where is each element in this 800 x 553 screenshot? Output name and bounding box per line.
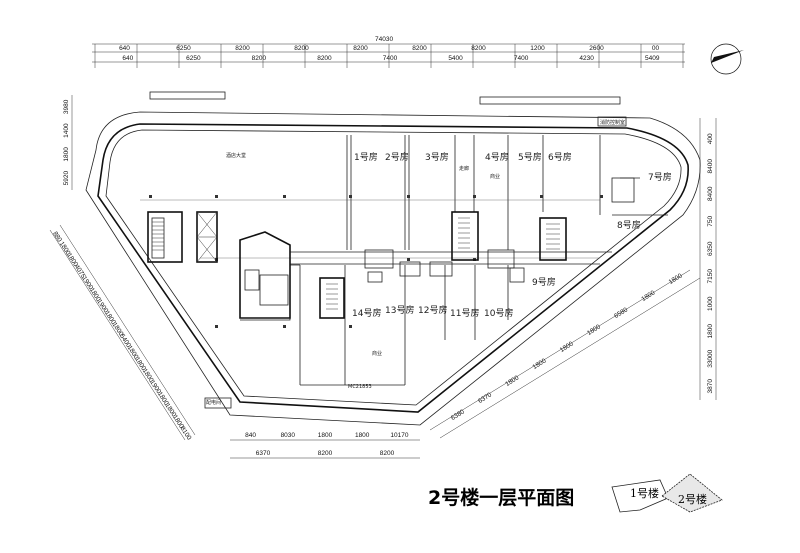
dim-bottom-diag: 1800 — [504, 374, 520, 388]
dim-bottom-diag: 6370 — [477, 391, 493, 405]
label-door-code: MC21853 — [348, 384, 372, 390]
label-room-14: 14号房 — [352, 307, 381, 319]
dim-top-row2: 7400 — [383, 55, 398, 62]
label-shop-top: 商业 — [490, 173, 500, 180]
dim-bottom-row1: 1800 — [355, 432, 370, 439]
label-room-13: 13号房 — [385, 304, 414, 316]
dim-right: 33000 — [707, 349, 714, 367]
dim-left-diag: 880 — [51, 231, 63, 244]
label-room-4: 4号房 — [485, 151, 509, 163]
bottom-left-room-box — [204, 397, 232, 409]
dim-top-row2: 5400 — [448, 55, 463, 62]
label-room-5: 5号房 — [518, 151, 542, 163]
dim-top-row2: 8200 — [252, 55, 267, 62]
dim-right: 400 — [707, 133, 714, 144]
room-labels: 酒店大堂 1号房 2号房 3号房 4号房 5号房 6号房 7号房 8号房 9号房… — [206, 151, 672, 406]
stair-core-left — [147, 211, 218, 263]
dim-left: 3980 — [63, 99, 70, 114]
drawing-title: 2号楼一层平面图 — [428, 486, 574, 509]
label-shop-bottom: 商业 — [372, 350, 382, 357]
column-grid — [140, 195, 603, 328]
dim-bottom-row2: 8200 — [380, 450, 395, 457]
dim-right: 750 — [707, 215, 714, 226]
dim-left: 1800 — [63, 147, 70, 162]
dim-top-row2: 7400 — [514, 55, 529, 62]
equip-room-box — [597, 116, 627, 127]
dim-top-row2: 4230 — [579, 55, 594, 62]
stair-core-right — [539, 217, 567, 261]
dim-left: 1400 — [63, 123, 70, 138]
label-side-note: 配电间 — [206, 399, 221, 406]
dim-bottom-row2: 6370 — [256, 450, 271, 457]
label-room-11: 11号房 — [450, 307, 479, 319]
dim-top-row1: 00 — [652, 45, 660, 52]
label-room-1: 1号房 — [354, 151, 378, 163]
label-room-6: 6号房 — [548, 151, 572, 163]
dim-right: 6350 — [707, 241, 714, 256]
north-arrow-icon — [710, 43, 744, 75]
label-room-3: 3号房 — [425, 151, 449, 163]
dim-top-row1: 2600 — [589, 45, 604, 52]
dim-bottom-diag: 6380 — [450, 408, 466, 422]
dim-left: 5920 — [63, 171, 70, 186]
dim-top-row2: 5409 — [645, 55, 660, 62]
label-room-8: 8号房 — [617, 219, 641, 231]
dim-top-row1: 8200 — [412, 45, 427, 52]
key-plan: 1号楼 2号楼 — [611, 473, 723, 513]
label-room-10: 10号房 — [484, 307, 513, 319]
dim-top-row1: 6250 — [176, 45, 191, 52]
corridor-restrooms — [364, 249, 525, 283]
dim-bottom-diag: 6580 — [613, 306, 629, 320]
dim-top-row2: 6250 — [186, 55, 201, 62]
dim-top-row2: 640 — [122, 55, 133, 62]
label-room-9: 9号房 — [532, 276, 556, 288]
key-plan-building-2: 2号楼 — [678, 492, 707, 506]
dim-bottom-diag: 1800 — [640, 289, 656, 303]
dim-top-row1: 8200 — [235, 45, 250, 52]
stair-core-lower — [319, 277, 345, 319]
dim-top-row2: 8200 — [317, 55, 332, 62]
restroom-block — [239, 231, 291, 319]
dim-right: 3870 — [707, 379, 714, 394]
dim-top-row1: 640 — [119, 45, 130, 52]
key-plan-building-1: 1号楼 — [630, 486, 659, 500]
label-corridor: 走廊 — [459, 165, 469, 172]
dim-top-row1: 8200 — [294, 45, 309, 52]
top-planter-left — [149, 91, 226, 100]
label-lobby: 酒店大堂 — [226, 152, 246, 159]
dim-top-row1: 1200 — [530, 45, 545, 52]
dim-top-row1: 8200 — [353, 45, 368, 52]
dim-right: 1800 — [707, 324, 714, 339]
dim-bottom-row2: 8200 — [318, 450, 333, 457]
dim-total-top: 74030 — [375, 36, 393, 43]
dim-right: 7150 — [707, 269, 714, 284]
label-room-2: 2号房 — [385, 151, 409, 163]
dim-top-row1: 8200 — [471, 45, 486, 52]
bottom-dimensions: 840 8030 1800 1800 10170 6370 8200 8200 6380 63… — [230, 269, 701, 459]
interior-walls — [240, 135, 668, 386]
dim-right: 8400 — [707, 186, 714, 201]
label-room-12: 12号房 — [418, 304, 447, 316]
dim-bottom-diag: 1800 — [668, 272, 684, 286]
right-dimensions: 400 8400 8400 750 6350 7150 1000 1800 33000 3870 — [699, 118, 717, 400]
top-planter-right — [479, 96, 621, 105]
dim-bottom-row1: 840 — [245, 432, 256, 439]
equip-room-label: 消防控制室 — [600, 119, 625, 126]
dim-bottom-row1: 10170 — [390, 432, 408, 439]
dim-bottom-row1: 8030 — [281, 432, 296, 439]
stair-core-center — [451, 211, 479, 261]
dim-right: 8400 — [707, 159, 714, 174]
dim-bottom-row1: 1800 — [318, 432, 333, 439]
dim-right: 1000 — [707, 296, 714, 311]
building-outline — [85, 111, 701, 426]
label-room-7: 7号房 — [648, 171, 672, 183]
